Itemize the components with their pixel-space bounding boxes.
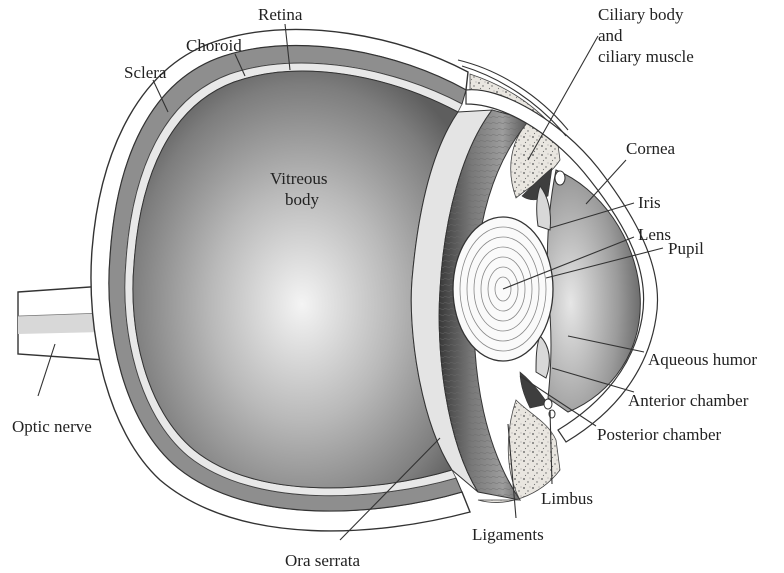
label-ciliary-and: and <box>598 26 623 45</box>
label-pupil: Pupil <box>668 239 704 258</box>
label-retina: Retina <box>258 5 303 24</box>
label-optic-nerve: Optic nerve <box>12 417 92 436</box>
label-vitreous: Vitreous <box>270 169 328 188</box>
label-vitreous-body: body <box>285 190 320 209</box>
label-iris: Iris <box>638 193 661 212</box>
label-choroid: Choroid <box>186 36 242 55</box>
label-posterior-chamber: Posterior chamber <box>597 425 721 444</box>
label-cornea: Cornea <box>626 139 676 158</box>
label-anterior-chamber: Anterior chamber <box>628 391 749 410</box>
vitreous-body-shape <box>133 71 458 488</box>
label-ciliary-body: Ciliary body <box>598 5 684 24</box>
label-ciliary-muscle: ciliary muscle <box>598 47 694 66</box>
label-aqueous-humor: Aqueous humor <box>648 350 757 369</box>
label-ligaments: Ligaments <box>472 525 544 544</box>
label-limbus: Limbus <box>541 489 593 508</box>
label-lens: Lens <box>638 225 671 244</box>
label-sclera: Sclera <box>124 63 167 82</box>
label-ora-serrata: Ora serrata <box>285 551 360 570</box>
